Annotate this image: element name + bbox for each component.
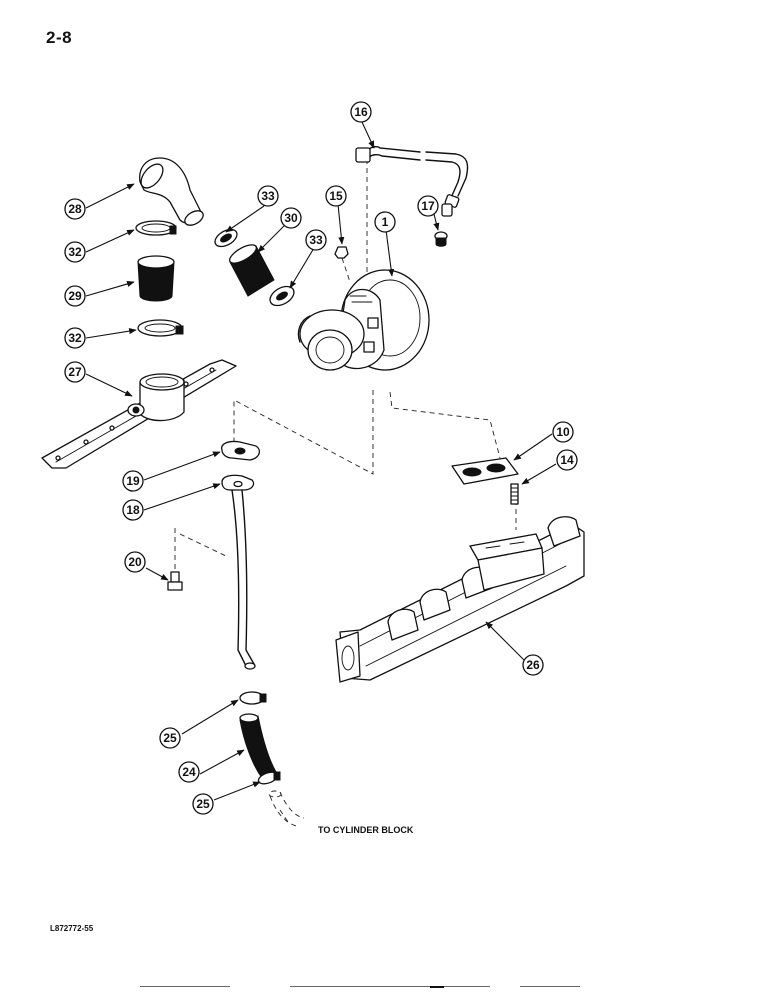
callout-30: 30 — [280, 207, 302, 229]
svg-text:24: 24 — [182, 765, 196, 779]
callout-17: 17 — [417, 195, 439, 217]
callout-14: 14 — [556, 449, 578, 471]
svg-text:33: 33 — [309, 233, 323, 247]
callout-28: 28 — [64, 198, 86, 220]
oil-drain-gasket — [221, 440, 261, 461]
svg-text:25: 25 — [163, 731, 177, 745]
hose-clamp-lower — [137, 319, 184, 337]
drain-hose-clamp-lower — [257, 771, 281, 785]
callout-32: 32 — [64, 241, 86, 263]
bottom-rule — [430, 986, 444, 988]
callout-33: 33 — [257, 185, 279, 207]
callout-18: 18 — [122, 499, 144, 521]
mounting-nut — [334, 246, 349, 259]
oil-drain-tube — [221, 474, 256, 670]
callout-27: 27 — [64, 361, 86, 383]
air-intake-elbow — [139, 157, 204, 226]
turbocharger — [297, 269, 430, 371]
svg-text:30: 30 — [284, 211, 298, 225]
svg-text:32: 32 — [68, 245, 82, 259]
callout-32-lower: 32 — [64, 327, 86, 349]
oil-fitting — [434, 231, 448, 247]
hose-clamp-small-upper — [214, 228, 238, 248]
svg-text:14: 14 — [560, 453, 574, 467]
svg-text:28: 28 — [68, 202, 82, 216]
svg-text:32: 32 — [68, 331, 82, 345]
callout-15: 15 — [325, 185, 347, 207]
callout-20: 20 — [124, 551, 146, 573]
cylinder-block-outlet — [268, 790, 305, 827]
svg-text:18: 18 — [126, 503, 140, 517]
air-hose-straight — [137, 255, 175, 302]
svg-text:10: 10 — [556, 425, 570, 439]
svg-text:19: 19 — [126, 474, 140, 488]
svg-text:15: 15 — [329, 189, 343, 203]
bottom-rule — [520, 986, 580, 987]
oil-supply-tube — [355, 145, 469, 217]
oil-drain-hose — [239, 713, 277, 779]
figure-code: L872772-55 — [50, 924, 94, 933]
callout-25-lower: 25 — [192, 793, 214, 815]
callout-24: 24 — [178, 761, 200, 783]
svg-text:1: 1 — [382, 215, 389, 229]
hose-clamp-upper — [135, 220, 177, 236]
drain-hose-clamp-upper — [239, 691, 267, 705]
svg-text:33: 33 — [261, 189, 275, 203]
svg-text:26: 26 — [526, 658, 540, 672]
manifold-cover-plate — [41, 359, 237, 469]
cylinder-block-caption: TO CYLINDER BLOCK — [318, 825, 414, 835]
svg-text:27: 27 — [68, 365, 82, 379]
bottom-rule — [290, 986, 490, 987]
callout-1: 1 — [374, 211, 396, 233]
page-number: 2-8 — [46, 28, 73, 47]
bottom-rule — [140, 986, 230, 987]
callout-29: 29 — [64, 285, 86, 307]
callout-26: 26 — [522, 654, 544, 676]
svg-text:29: 29 — [68, 289, 82, 303]
callout-25: 25 — [159, 727, 181, 749]
callout-16: 16 — [350, 101, 372, 123]
callout-10: 10 — [552, 421, 574, 443]
callout-19: 19 — [122, 470, 144, 492]
assembly-dashed-lines — [174, 150, 517, 823]
svg-text:16: 16 — [354, 105, 368, 119]
exhaust-manifold — [335, 516, 585, 683]
turbo-mounting-gasket — [451, 457, 519, 485]
mounting-stud — [510, 483, 519, 505]
callout-33-lower: 33 — [305, 229, 327, 251]
hose-clamp-small-lower — [269, 285, 295, 307]
mounting-bolt — [167, 571, 183, 591]
air-hose-angled — [229, 244, 275, 297]
svg-text:17: 17 — [421, 199, 435, 213]
svg-text:25: 25 — [196, 797, 210, 811]
svg-text:20: 20 — [128, 555, 142, 569]
